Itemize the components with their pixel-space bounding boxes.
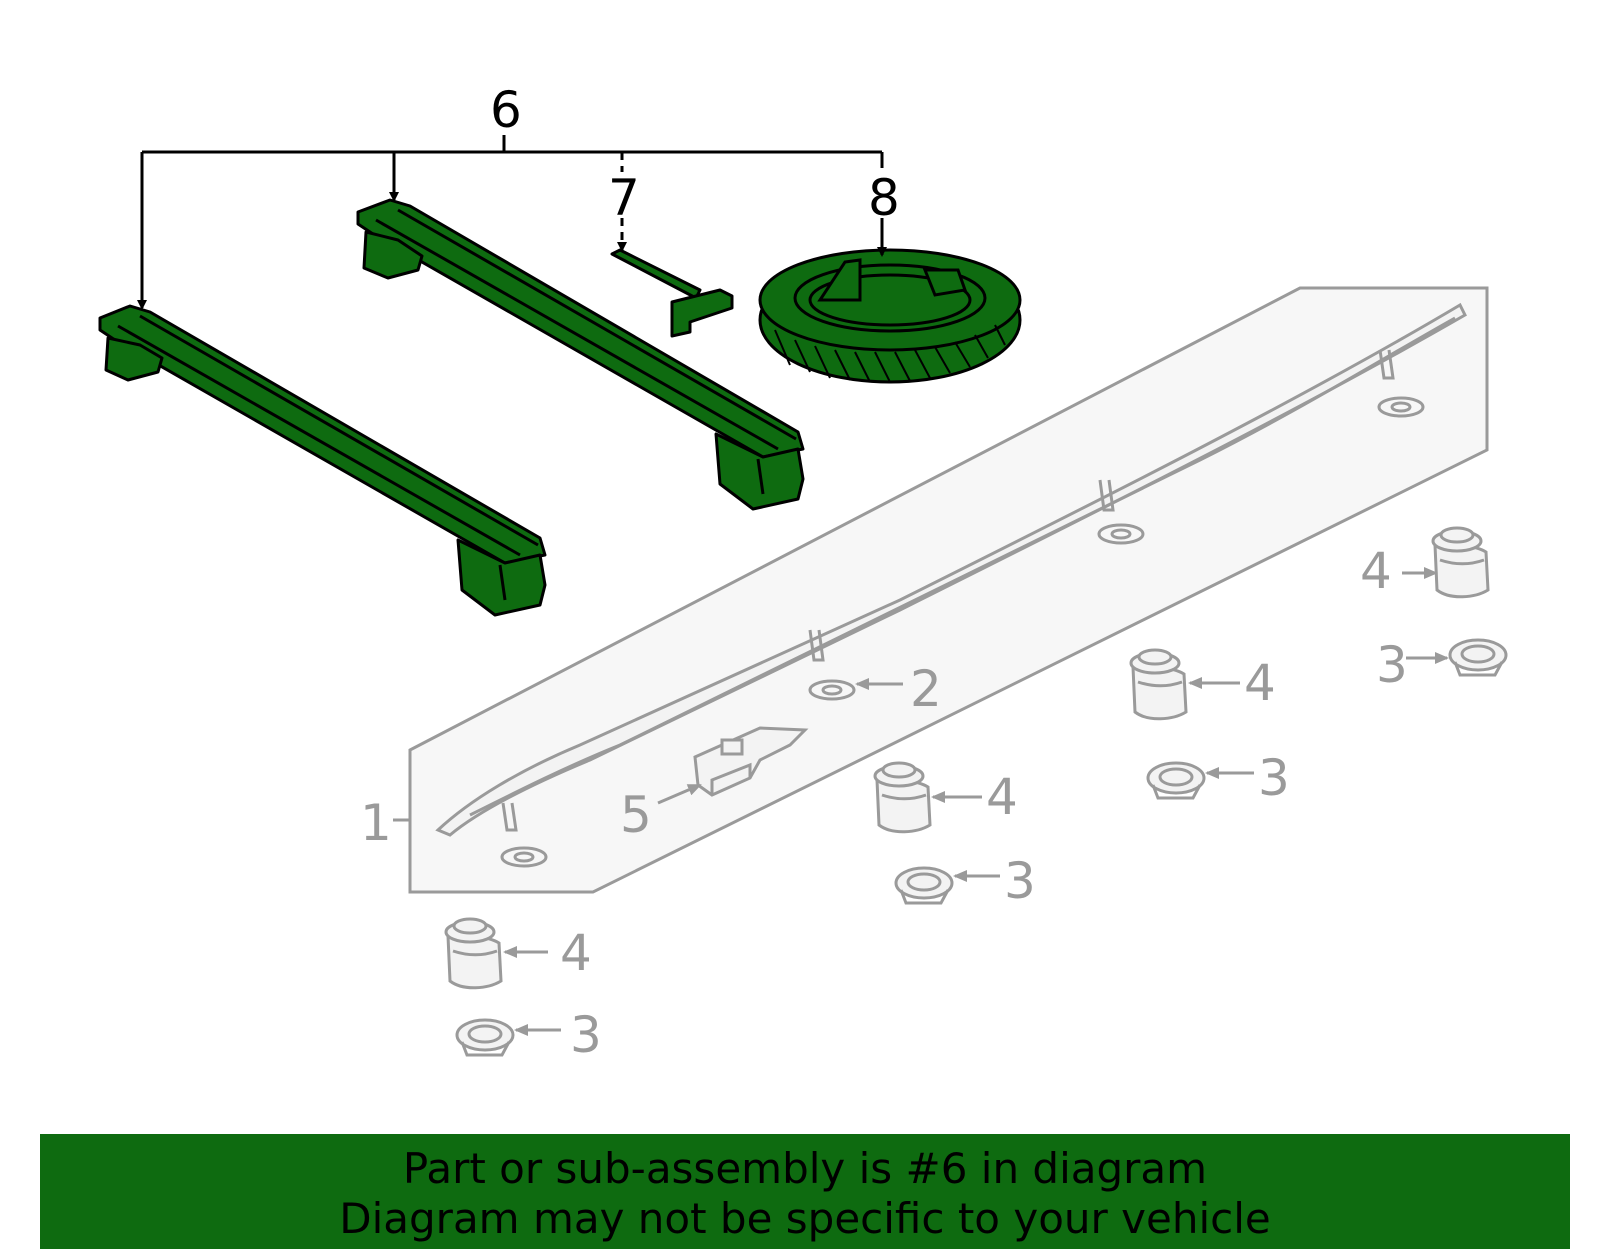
washer-rail-4-hole [1390,401,1412,413]
washer-part-2 [808,678,903,701]
banner-line-2: Diagram may not be specific to your vehi… [339,1194,1271,1243]
roof-rail-assembly [393,286,1489,894]
roof-rail [435,302,1467,837]
callout-3-c: 3 [1004,852,1036,910]
clip-part-4-d [444,917,548,990]
washer-rail-1-hole [513,851,535,863]
banner-line-1: Part or sub-assembly is #6 in diagram [402,1144,1208,1193]
callout-5: 5 [620,786,652,844]
crossbar-front-foot-left [104,336,164,382]
storage-bag-part-8 [758,248,1022,384]
nut-part-3-c [894,866,1000,905]
callout-4-a: 4 [1360,542,1392,600]
callout-3-b: 3 [1258,749,1290,807]
roof-rail-stud-3 [1098,479,1115,512]
callout-2: 2 [910,660,942,718]
washer-rail-4 [1377,396,1425,418]
callout-4-c: 4 [986,768,1018,826]
roof-rail-box [408,286,1489,894]
callout-4-d: 4 [560,924,592,982]
info-banner: Part or sub-assembly is #6 in diagram Di… [40,1134,1570,1249]
clip-part-4-c [873,761,982,834]
callout-8: 8 [868,169,900,227]
callout-3-a: 3 [1376,636,1408,694]
clip-part-4-a [1402,526,1490,599]
crossbar-rear [356,198,805,511]
washer-rail-1 [500,846,548,868]
roof-rail-stud-1 [501,802,518,832]
nut-part-3-b [1146,761,1254,800]
washer-rail-3-hole [1110,528,1132,540]
callout-4-b: 4 [1244,654,1276,712]
assembly-6-leaders [137,135,887,310]
bracket-part-5 [657,726,809,805]
callout-1: 1 [360,794,392,852]
storage-bag-ribs [774,324,1006,383]
crossbar-rear-foot-left [362,230,424,280]
roof-rail-stud-2 [808,629,825,662]
tool-part-7 [610,248,734,338]
roof-rail-stud-4 [1378,349,1395,380]
nut-part-3-d [455,1018,561,1057]
clip-part-4-b [1129,648,1240,721]
washer-rail-3 [1097,523,1145,545]
callout-6: 6 [490,81,522,139]
callout-7: 7 [608,169,640,227]
crossbar-front [98,304,547,617]
nut-part-3-a [1406,638,1508,677]
callout-3-d: 3 [570,1006,602,1064]
